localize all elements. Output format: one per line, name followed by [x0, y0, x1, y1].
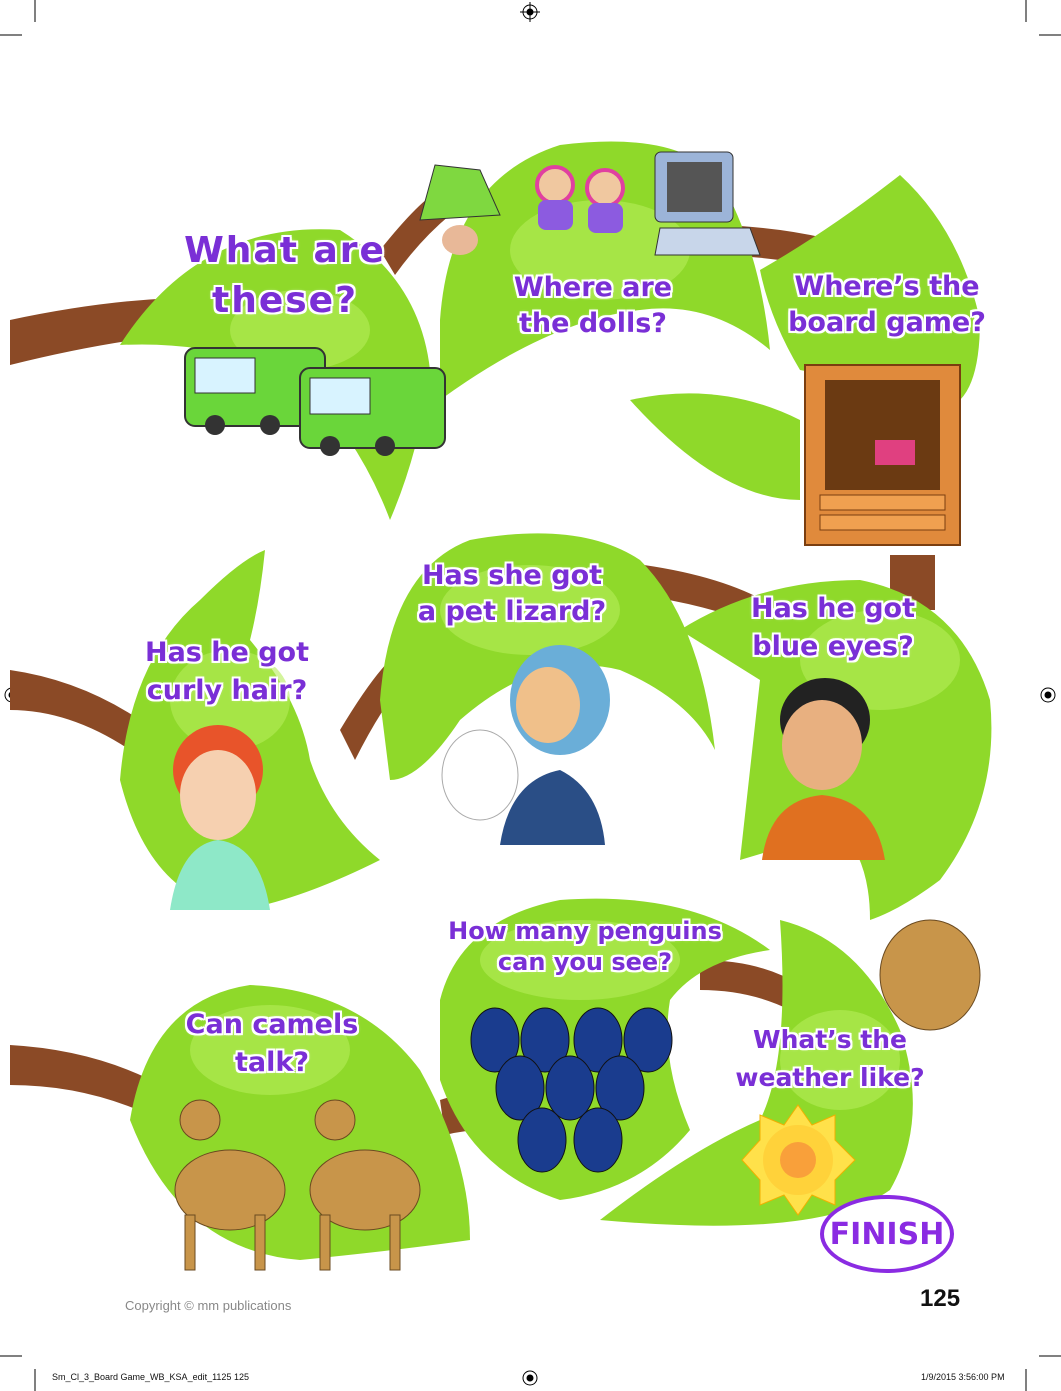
buses-picture [184, 347, 446, 456]
question-what-are-these: What are these? [184, 226, 386, 327]
question-line: Has he got [750, 593, 916, 624]
print-slug-right: 1/9/2015 3:56:00 PM [921, 1372, 1005, 1382]
question-line: Has he got [144, 637, 310, 668]
copyright: Copyright © mm publications [125, 1298, 292, 1313]
question-pet-lizard: Has she got a pet lizard? [418, 558, 606, 631]
leaf-highlights [170, 200, 960, 1110]
question-line: What’s the [753, 1025, 907, 1054]
camels-picture [174, 919, 981, 1271]
registration-mark-icon [1040, 687, 1056, 703]
question-line: board game? [788, 307, 986, 339]
registration-mark-icon [522, 1370, 538, 1386]
question-line: the dolls? [519, 308, 667, 340]
question-weather: What’s the weather like? [735, 1021, 924, 1096]
question-line: blue eyes? [752, 630, 914, 662]
question-line: How many penguins [448, 917, 722, 945]
question-line: Where are [513, 272, 673, 303]
curly-hair-boy-picture [170, 725, 270, 910]
boy-blue-eyes-picture [762, 678, 885, 860]
penguins-picture [470, 1007, 673, 1173]
question-line: What are [184, 230, 386, 271]
question-line: talk? [235, 1046, 309, 1078]
registration-mark-icon [520, 2, 540, 22]
question-line: a pet lizard? [417, 596, 607, 628]
girl-with-rabbit-picture [441, 645, 610, 845]
question-line: Where’s the [794, 271, 980, 302]
question-line: weather like? [735, 1062, 925, 1092]
question-where-dolls: Where are the dolls? [514, 270, 672, 343]
print-slug-left: Sm_Cl_3_Board Game_WB_KSA_edit_1125 125 [52, 1372, 249, 1382]
page-number: 125 [920, 1285, 961, 1312]
question-line: Has she got [421, 560, 603, 591]
dolls-picture [535, 165, 625, 233]
question-camels-talk: Can camels talk? [186, 1006, 359, 1082]
finish-badge: FINISH [820, 1195, 954, 1273]
sun-picture [741, 1104, 856, 1216]
question-where-board-game: Where’s the board game? [788, 269, 986, 342]
question-line: can you see? [497, 948, 673, 977]
question-penguins: How many penguins can you see? [448, 916, 722, 978]
question-blue-eyes: Has he got blue eyes? [751, 590, 915, 666]
computer-picture [654, 151, 761, 256]
question-line: these? [212, 280, 358, 322]
question-line: Can camels [185, 1009, 359, 1040]
question-line: curly hair? [146, 674, 308, 706]
lamp-picture [419, 164, 501, 255]
question-curly-hair: Has he got curly hair? [145, 634, 309, 710]
wardrobe-picture [804, 364, 961, 546]
